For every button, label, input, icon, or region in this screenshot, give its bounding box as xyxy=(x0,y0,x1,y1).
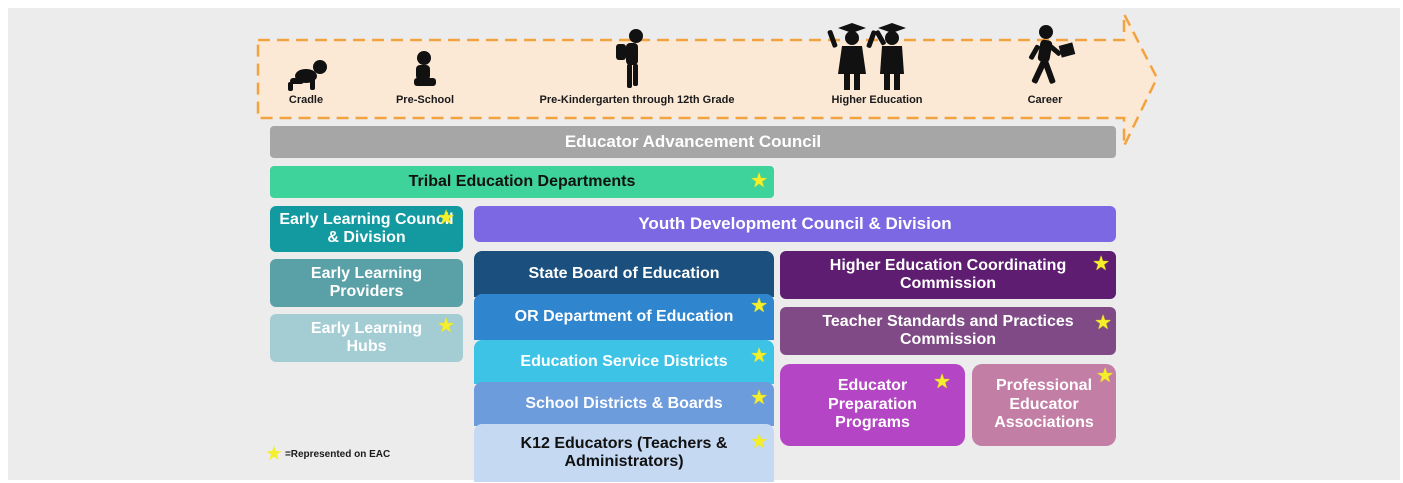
education-service-districts-label: Education Service Districts xyxy=(520,352,728,370)
star-icon: ★ xyxy=(750,170,768,192)
education-service-districts: Education Service Districts ★ xyxy=(474,340,774,384)
star-icon: ★ xyxy=(1094,312,1112,334)
early-learning-hubs-label: Early Learning Hubs xyxy=(310,319,423,355)
professional-educator-associations-label: Professional Educator Associations xyxy=(994,377,1094,432)
teacher-standards-practices-commission-label: Teacher Standards and Practices Commissi… xyxy=(822,312,1074,348)
stage-label-career: Career xyxy=(1027,94,1063,106)
early-learning-council-division-label: Early Learning Council & Division xyxy=(279,210,454,246)
tribal-education-departments-label: Tribal Education Departments xyxy=(408,172,636,190)
or-department-of-education-label: OR Department of Education xyxy=(514,307,734,325)
youth-development-council-division: Youth Development Council & Division xyxy=(474,206,1116,242)
early-learning-council-division: Early Learning Council & Division ★ xyxy=(270,206,463,252)
crawling-baby-icon xyxy=(288,60,327,91)
star-icon: ★ xyxy=(933,371,951,393)
star-icon: ★ xyxy=(750,345,768,367)
legend-star-icon: ★ xyxy=(265,443,283,465)
state-board-of-education: State Board of Education xyxy=(474,251,774,297)
student-with-backpack-icon xyxy=(616,29,643,88)
stage-label-k12: Pre-Kindergarten through 12th Grade xyxy=(539,94,735,106)
higher-education-coordinating-commission: Higher Education Coordinating Commission… xyxy=(780,251,1116,299)
higher-education-coordinating-commission-label: Higher Education Coordinating Commission xyxy=(829,256,1067,292)
star-icon: ★ xyxy=(437,315,455,337)
educator-preparation-programs-label: Educator Preparation Programs xyxy=(828,377,917,432)
stage-label-higher-education: Higher Education xyxy=(831,94,923,106)
legend-text: =Represented on EAC xyxy=(284,448,391,460)
early-learning-providers: Early Learning Providers xyxy=(270,259,463,307)
early-learning-hubs: Early Learning Hubs ★ xyxy=(270,314,463,362)
star-icon: ★ xyxy=(1092,253,1110,275)
sitting-child-icon xyxy=(414,51,436,86)
school-districts-boards: School Districts & Boards ★ xyxy=(474,382,774,426)
stage-label-preschool: Pre-School xyxy=(395,94,455,106)
state-board-of-education-label: State Board of Education xyxy=(528,264,720,282)
star-icon: ★ xyxy=(1096,365,1114,387)
k12-educators: K12 Educators (Teachers & Administrators… xyxy=(474,424,774,482)
star-icon: ★ xyxy=(750,387,768,409)
educator-advancement-council: Educator Advancement Council xyxy=(270,126,1116,158)
star-icon: ★ xyxy=(750,295,768,317)
timeline-arrow-shape xyxy=(256,13,1159,147)
star-icon: ★ xyxy=(750,431,768,453)
or-department-of-education: OR Department of Education ★ xyxy=(474,294,774,340)
teacher-standards-practices-commission: Teacher Standards and Practices Commissi… xyxy=(780,307,1116,355)
tribal-education-departments: Tribal Education Departments ★ xyxy=(270,166,774,198)
k12-educators-label: K12 Educators (Teachers & Administrators… xyxy=(520,434,728,470)
legend: ★ =Represented on EAC xyxy=(265,444,390,464)
stage-label-cradle: Cradle xyxy=(288,94,324,106)
graduates-icon xyxy=(827,23,906,90)
walking-professional-icon xyxy=(1029,25,1076,84)
professional-educator-associations: Professional Educator Associations ★ xyxy=(972,364,1116,446)
star-icon: ★ xyxy=(437,207,455,229)
school-districts-boards-label: School Districts & Boards xyxy=(525,394,723,412)
educator-preparation-programs: Educator Preparation Programs ★ xyxy=(780,364,965,446)
early-learning-providers-label: Early Learning Providers xyxy=(310,264,423,300)
